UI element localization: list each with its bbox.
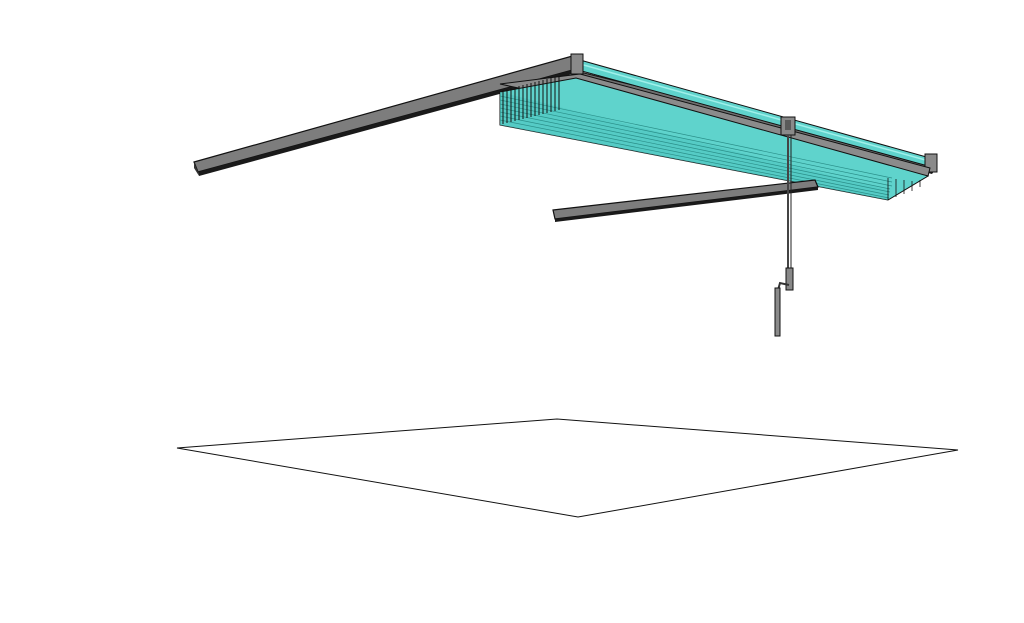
crank-rod: [774, 135, 794, 337]
folded-fabric-pack: [499, 76, 930, 201]
front-crossbar: [552, 179, 819, 222]
floor-outline: [176, 418, 959, 518]
center-bracket: [780, 116, 796, 136]
roller-tube: [570, 53, 938, 173]
